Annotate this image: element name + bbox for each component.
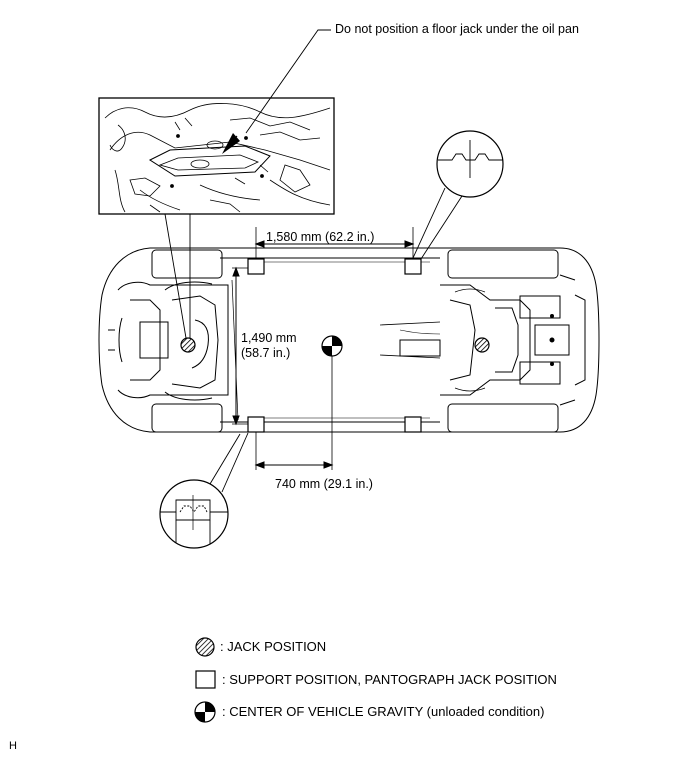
rear-support-zoom — [412, 130, 504, 260]
jack-position-rear-icon — [474, 337, 490, 353]
legend-support-position-icon — [195, 670, 216, 689]
legend-gravity-center-label: : CENTER OF VEHICLE GRAVITY (unloaded co… — [222, 704, 545, 719]
figure-code: H — [9, 740, 17, 752]
gravity-offset-dimension: 740 mm (29.1 in.) — [275, 477, 373, 491]
support-position-rear-right — [404, 416, 422, 433]
legend-jack-position-icon — [195, 637, 215, 657]
oil-pan-detail-inset — [98, 97, 335, 215]
dimension-lines — [232, 227, 415, 470]
legend-gravity-center-icon — [194, 701, 216, 723]
support-position-front-right — [247, 416, 265, 433]
support-position-front-left — [247, 258, 265, 275]
legend-support-position-label: : SUPPORT POSITION, PANTOGRAPH JACK POSI… — [222, 672, 557, 687]
legend-jack-position-label: : JACK POSITION — [220, 639, 327, 654]
track-width-dimension-line2: (58.7 in.) — [241, 346, 291, 360]
front-support-zoom — [159, 432, 249, 549]
center-of-gravity-icon — [321, 335, 343, 357]
vehicle-underbody — [98, 247, 600, 433]
support-position-rear-left — [404, 258, 422, 275]
track-width-dimension-line1: 1,490 mm — [241, 331, 297, 345]
support-spacing-dimension: 1,580 mm (62.2 in.) — [266, 230, 375, 244]
oil-pan-warning-note: Do not position a floor jack under the o… — [335, 22, 579, 36]
jack-position-front-icon — [180, 337, 196, 353]
